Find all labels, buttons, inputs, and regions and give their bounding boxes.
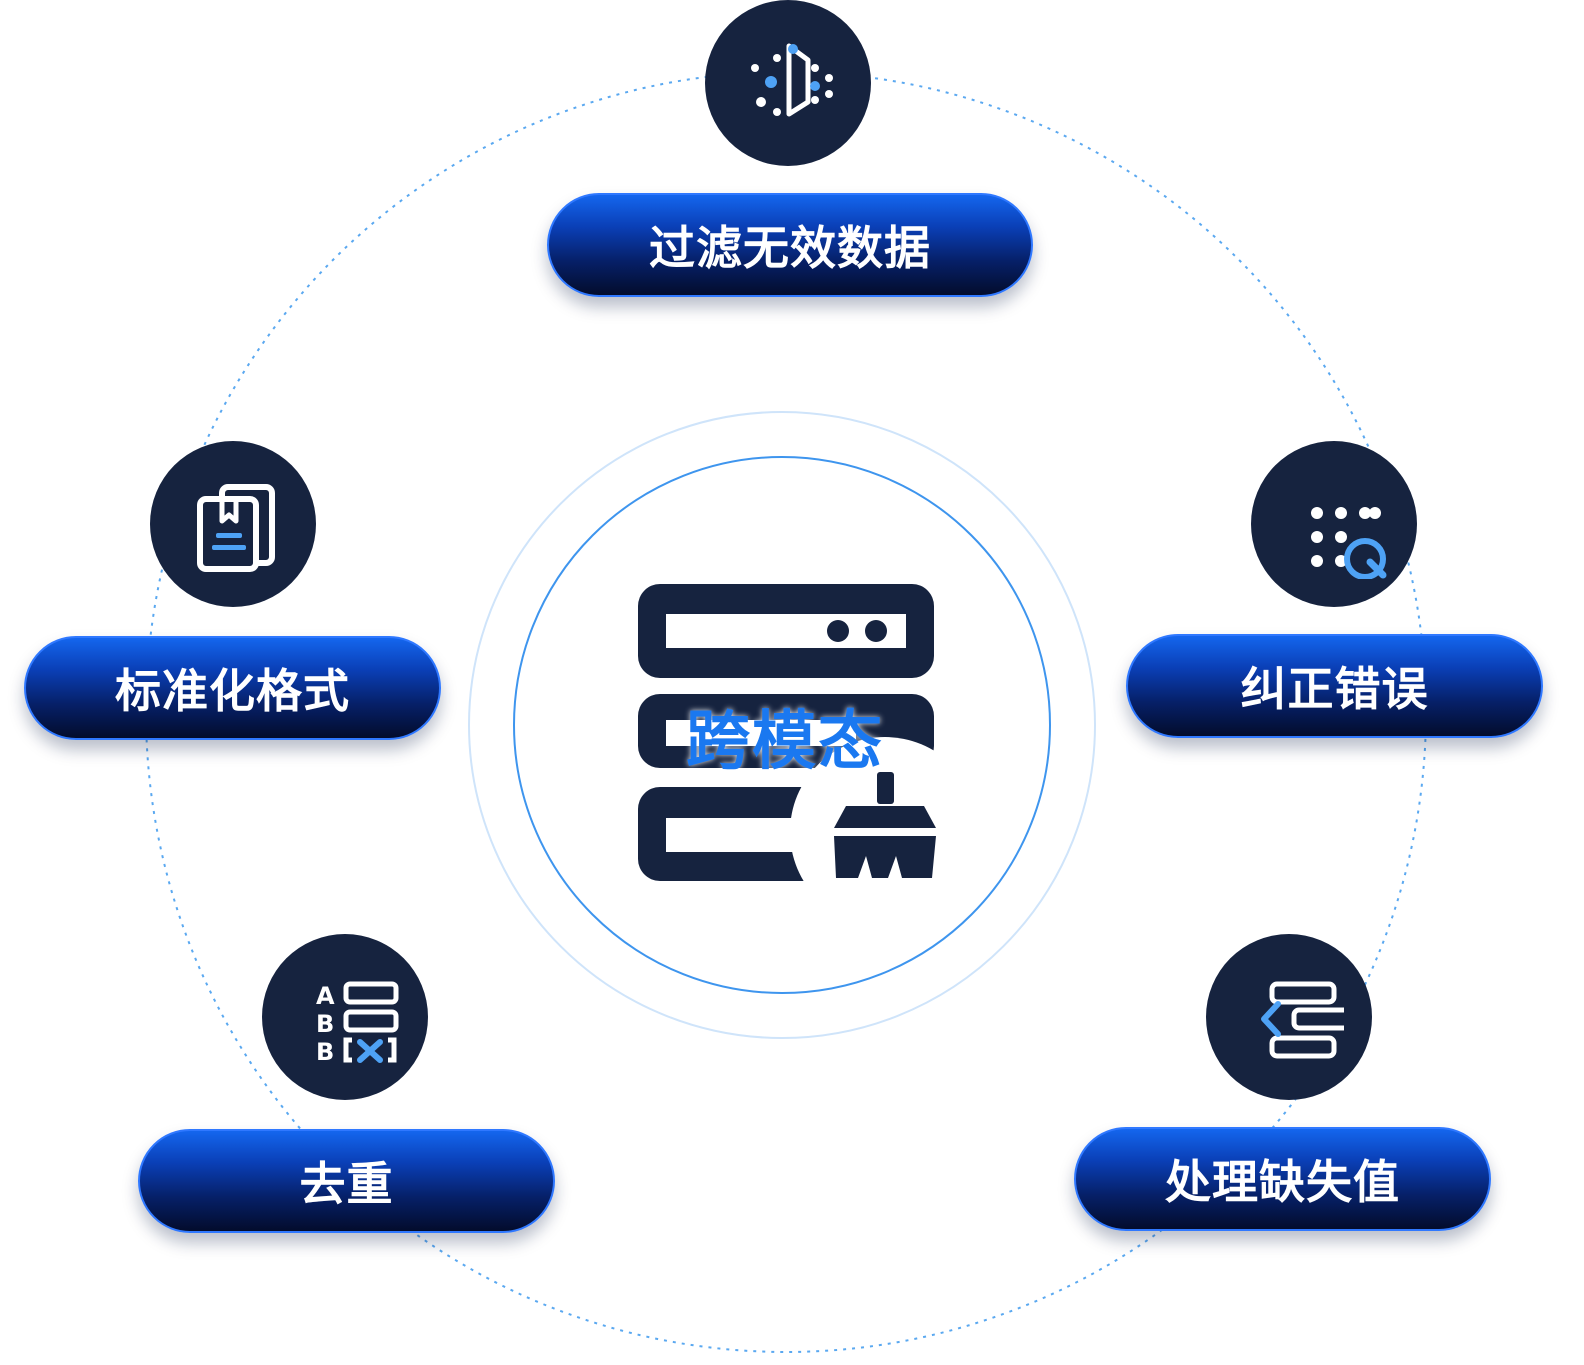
filter-invalid-data-pill: 过滤无效数据 (547, 193, 1033, 297)
align-arrow-icon (1206, 934, 1372, 1100)
filter-dots-icon (705, 0, 871, 166)
deduplicate-pill: 去重 (138, 1129, 555, 1233)
handle-missing-values-label: 处理缺失值 (1165, 1155, 1400, 1209)
inner-ring (513, 456, 1051, 994)
document-stack-icon (150, 441, 316, 607)
standardize-format-pill: 标准化格式 (24, 636, 441, 740)
abb-dedupe-icon: A B B (262, 934, 428, 1100)
letter-a-glyph: A (316, 982, 335, 1010)
filter-invalid-data-label: 过滤无效数据 (649, 221, 931, 275)
center-label: 跨模态 (686, 705, 884, 779)
standardize-format-label: 标准化格式 (115, 664, 350, 718)
inner-glow-ring (468, 411, 1096, 1039)
correct-errors-pill: 纠正错误 (1126, 634, 1543, 738)
grid-search-icon (1251, 441, 1417, 607)
letter-b-glyph: B (316, 1010, 334, 1038)
deduplicate-label: 去重 (299, 1157, 394, 1211)
letter-b-glyph: B (316, 1038, 334, 1066)
handle-missing-values-pill: 处理缺失值 (1074, 1127, 1491, 1231)
correct-errors-label: 纠正错误 (1240, 662, 1429, 716)
